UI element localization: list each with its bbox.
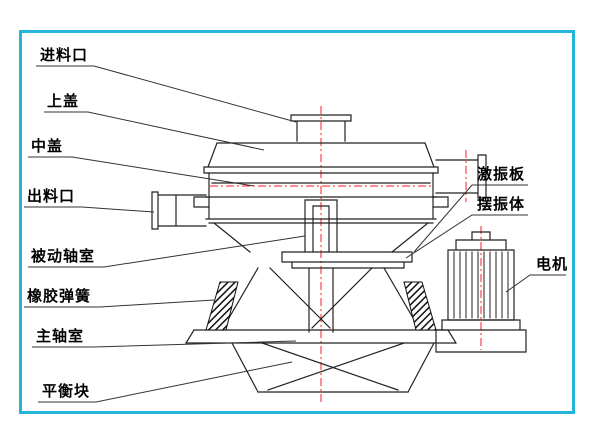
leader-rubber-spring xyxy=(24,299,215,308)
label-discharge-outlet: 出料口 xyxy=(27,189,76,205)
lower-ring-outline xyxy=(205,196,437,224)
leader-swing-body xyxy=(405,214,528,259)
motor-base xyxy=(435,319,527,353)
label-motor: 电机 xyxy=(536,257,569,273)
support-diagonals xyxy=(221,267,421,331)
flange-tab-left xyxy=(193,196,210,208)
excitation-plate-shape xyxy=(281,251,413,269)
leader-balance-weight xyxy=(38,361,293,403)
label-balance-weight: 平衡块 xyxy=(42,384,91,400)
label-upper-cover: 上盖 xyxy=(47,94,80,110)
leader-motor xyxy=(505,274,566,293)
inlet-pipe xyxy=(290,114,352,142)
leader-lines xyxy=(24,65,566,403)
label-middle-cover: 中盖 xyxy=(31,139,64,155)
upper-cover-outline xyxy=(203,142,439,174)
base-ring xyxy=(185,329,457,344)
centerlines xyxy=(210,106,482,402)
middle-cover-outline xyxy=(205,172,437,198)
leader-middle-cover xyxy=(28,156,255,187)
leader-main-shaft xyxy=(32,340,297,348)
left-discharge-spout xyxy=(151,191,207,230)
right-spout xyxy=(435,154,487,199)
base-skirt xyxy=(231,342,435,393)
leader-excitation-plate xyxy=(413,184,528,253)
bowl-slants xyxy=(213,222,429,253)
diagram-border-frame xyxy=(19,30,575,414)
leader-discharge-outlet xyxy=(24,206,155,213)
lower-shaft-column xyxy=(308,267,334,333)
label-driven-shaft-chamber: 被动轴室 xyxy=(31,249,96,265)
spring-right xyxy=(403,281,437,331)
label-swing-vibrator-body: 摆振体 xyxy=(477,197,526,213)
leader-upper-cover xyxy=(44,111,265,151)
label-feed-inlet: 进料口 xyxy=(40,48,89,64)
label-main-shaft-chamber: 主轴室 xyxy=(36,329,85,345)
upper-shaft-housing xyxy=(304,199,338,253)
label-rubber-spring: 橡胶弹簧 xyxy=(27,289,92,305)
motor-fins xyxy=(453,251,509,319)
spring-left xyxy=(205,281,239,331)
flange-tab-right xyxy=(432,196,449,208)
leader-feed-inlet xyxy=(36,65,297,123)
rubber-springs xyxy=(205,281,437,331)
label-excitation-plate: 激振板 xyxy=(477,167,526,183)
motor-body xyxy=(447,231,515,321)
leader-driven-shaft xyxy=(28,235,306,268)
machine-outline xyxy=(151,114,527,393)
